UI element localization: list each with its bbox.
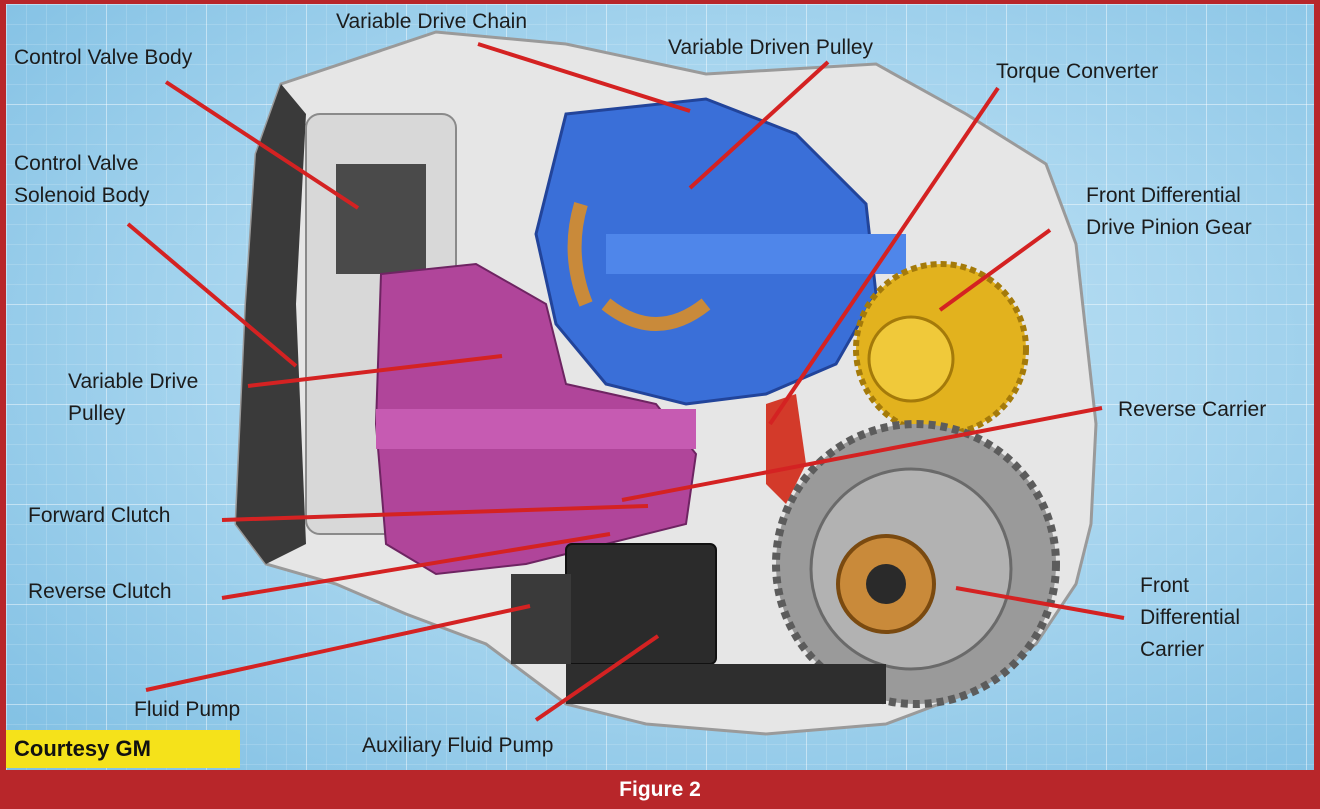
label-variable-drive-line1: Variable Drive <box>68 370 199 393</box>
leader-control-valve-body <box>164 80 360 210</box>
label-front-diff-drive-line1: Front Differential <box>1086 184 1241 207</box>
reverse-carrier-shape <box>766 394 806 504</box>
label-forward-clutch: Forward Clutch <box>28 504 171 527</box>
drive-pinion-hub <box>867 315 955 403</box>
label-front-diff-drive-line2: Drive Pinion Gear <box>1086 216 1252 239</box>
label-control-valve-body: Control Valve Body <box>14 46 193 69</box>
label-reverse-clutch: Reverse Clutch <box>28 580 172 603</box>
leader-variable-drive-chain <box>477 42 691 113</box>
label-variable-drive-line2: Pulley <box>68 402 126 425</box>
driven-pulley-shaft <box>606 234 906 274</box>
label-front-diff-carrier-line2: Differential <box>1140 606 1240 629</box>
label-front-diff-carrier-line3: Carrier <box>1140 638 1205 661</box>
fluid-pump-shape <box>511 574 571 664</box>
leader-front-diff-carrier <box>955 586 1125 620</box>
leader-variable-driven-pulley <box>688 60 830 190</box>
driven-pulley-bearing-top <box>567 201 593 307</box>
differential-carrier-bore <box>866 564 906 604</box>
diagram-panel: Variable Drive Chain Control Valve Body … <box>6 4 1314 770</box>
label-control-valve-line2: Solenoid Body <box>14 184 150 207</box>
leader-auxiliary-fluid-pump <box>534 634 660 722</box>
drive-pulley-shaft <box>376 409 696 449</box>
pan-bottom <box>566 664 886 704</box>
leader-control-valve-solenoid <box>126 222 298 368</box>
leader-torque-converter <box>768 86 1000 426</box>
label-front-diff-carrier-line1: Front <box>1140 574 1190 597</box>
leader-variable-drive-pulley <box>247 354 503 388</box>
driven-pulley-bearing-bottom <box>601 298 711 331</box>
housing-dark-side <box>236 84 306 564</box>
leader-front-diff-drive <box>938 228 1052 312</box>
transmission-illustration <box>126 30 1125 736</box>
valve-body-detail <box>336 164 426 274</box>
leader-fluid-pump <box>145 604 531 692</box>
figure-caption: Figure 2 <box>619 778 701 801</box>
label-reverse-carrier: Reverse Carrier <box>1118 398 1267 421</box>
leader-reverse-clutch <box>221 532 611 600</box>
label-fluid-pump: Fluid Pump <box>134 698 241 721</box>
leader-reverse-carrier <box>621 406 1103 502</box>
label-control-valve-line1: Control Valve <box>14 152 139 175</box>
label-variable-drive-chain: Variable Drive Chain <box>336 10 528 33</box>
label-torque-converter: Torque Converter <box>996 60 1159 83</box>
label-auxiliary-fluid-pump: Auxiliary Fluid Pump <box>362 734 554 757</box>
leader-forward-clutch <box>221 504 649 522</box>
courtesy-badge: Courtesy GM <box>6 730 240 768</box>
leader-lines <box>126 42 1125 722</box>
label-variable-driven-pulley: Variable Driven Pulley <box>668 36 874 59</box>
